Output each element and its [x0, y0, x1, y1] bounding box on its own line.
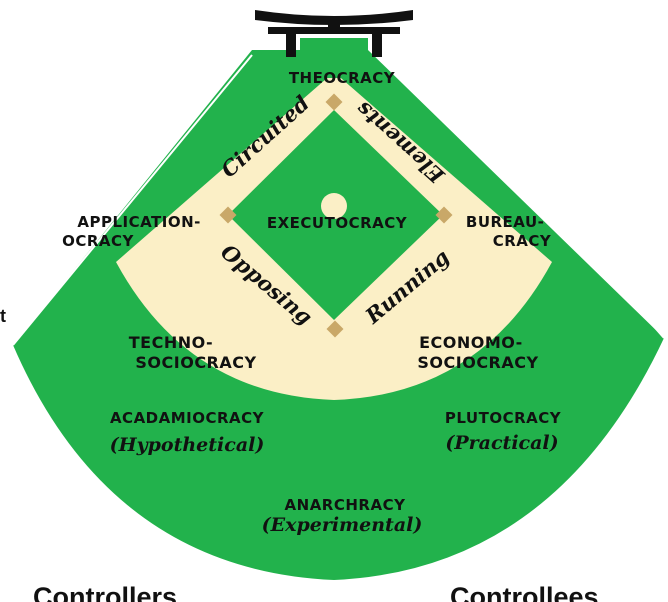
outfield-right-title: PLUTOCRACY: [445, 409, 562, 427]
first-label: BUREAU- CRACY: [466, 213, 552, 250]
gate-path: [300, 38, 368, 78]
inner-left-line1: TECHNO-: [129, 333, 213, 352]
first-label-line2: CRACY: [493, 232, 552, 250]
first-base: [435, 206, 453, 224]
controllers-label: Controllers: [33, 582, 177, 602]
inner-right-line1: ECONOMO-: [419, 333, 523, 352]
foul-line-right: [415, 54, 665, 339]
inner-right-line2: SOCIOCRACY: [417, 353, 538, 372]
inner-left-line2: SOCIOCRACY: [135, 353, 256, 372]
pitchers-mound: [321, 193, 347, 219]
outfield-center-title: ANARCHRACY: [285, 496, 407, 514]
left-edge-fragment: t: [0, 306, 6, 326]
first-label-line1: BUREAU-: [466, 213, 544, 231]
third-label-line1: APPLICATION-: [77, 213, 201, 231]
home-plate: [325, 93, 343, 111]
third-label: APPLICATION- OCRACY: [62, 213, 207, 250]
foul-line-left: [12, 54, 253, 346]
outfield-right-sub: (Practical): [445, 432, 558, 454]
home-label: THEOCRACY: [289, 69, 396, 87]
mound-label: EXECUTOCRACY: [267, 214, 408, 232]
inner-right-label: ECONOMO- SOCIOCRACY: [417, 333, 538, 372]
torii-gate-icon: [255, 10, 413, 57]
inner-left-label: TECHNO- SOCIOCRACY: [129, 333, 257, 372]
outfield-left-title: ACADAMIOCRACY: [110, 409, 265, 427]
third-base: [219, 206, 237, 224]
outfield-left-sub: (Hypothetical): [110, 434, 265, 456]
controllees-label: Controllees: [450, 582, 599, 602]
second-base: [326, 320, 344, 338]
third-label-line2: OCRACY: [62, 232, 134, 250]
outfield-center-sub: (Experimental): [262, 514, 423, 536]
